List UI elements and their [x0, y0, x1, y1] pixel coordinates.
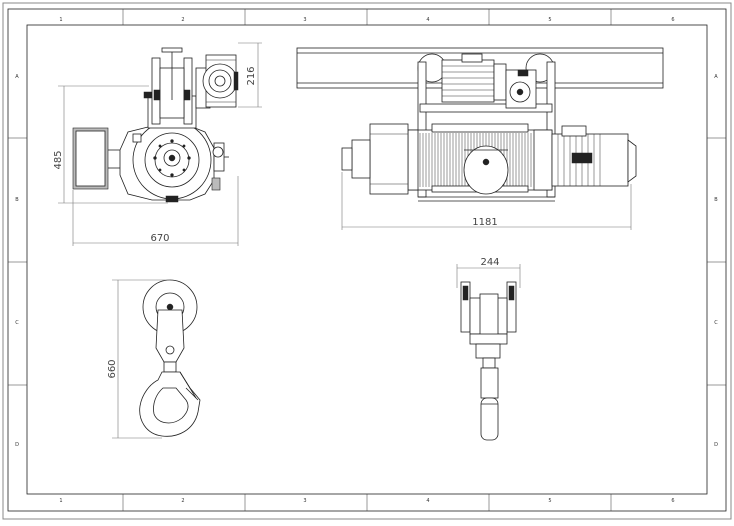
column-label: 1 [59, 498, 62, 504]
column-label: 4 [426, 17, 429, 23]
dimension-1181: 1181 [341, 172, 632, 230]
dimension-670: 670 [72, 176, 239, 246]
dimension-label: 244 [480, 257, 499, 268]
column-label: 3 [303, 17, 306, 23]
dimension-660: 660 [107, 279, 170, 439]
dimension-label: 216 [246, 66, 257, 85]
row-label: C [714, 320, 718, 326]
column-label: 2 [181, 17, 184, 23]
row-label: C [15, 320, 19, 326]
hoist-front-view [296, 47, 664, 202]
column-label: 1 [59, 17, 62, 23]
row-label: D [714, 442, 718, 448]
column-labels-bottom: 1 2 3 4 5 6 [59, 498, 674, 504]
dimension-label: 1181 [472, 217, 497, 228]
hoist-side-view [72, 47, 239, 203]
row-label: A [15, 74, 19, 80]
column-label: 5 [548, 17, 551, 23]
column-label: 2 [181, 498, 184, 504]
column-label: 6 [671, 498, 674, 504]
row-label: A [714, 74, 718, 80]
dimension-244: 244 [456, 257, 521, 288]
column-label: 5 [548, 498, 551, 504]
dimension-216: 216 [238, 42, 262, 108]
dimension-label: 660 [107, 359, 118, 378]
row-labels-right: A B C D [714, 74, 718, 448]
sheet-frame [2, 2, 732, 520]
row-label: D [15, 442, 19, 448]
column-label: 4 [426, 498, 429, 504]
column-label: 6 [671, 17, 674, 23]
hook-block-front-view [460, 281, 517, 441]
row-label: B [714, 197, 718, 203]
dimension-485: 485 [53, 85, 168, 204]
dimension-label: 670 [150, 233, 169, 244]
row-labels-left: A B C D [15, 74, 19, 448]
column-label: 3 [303, 498, 306, 504]
column-labels-top: 1 2 3 4 5 6 [59, 17, 674, 23]
hook-block-side-view [139, 279, 201, 437]
row-label: B [15, 197, 19, 203]
dimension-label: 485 [53, 150, 64, 169]
